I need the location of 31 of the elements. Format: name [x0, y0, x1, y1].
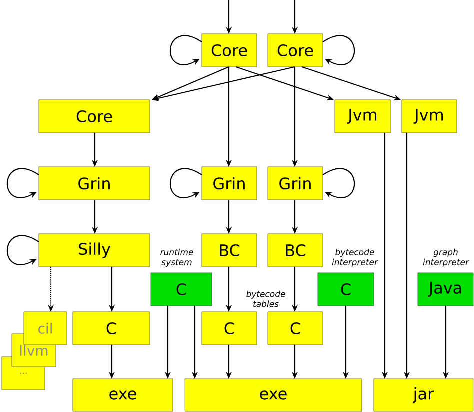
- process-box: BC: [202, 234, 258, 268]
- arrow: [170, 168, 202, 198]
- process-box: C: [268, 312, 324, 346]
- process-box: exe: [72, 378, 174, 412]
- process-box: exe: [184, 378, 362, 412]
- process-box: C: [72, 312, 150, 346]
- process-box: cil: [24, 312, 68, 346]
- process-box: C: [150, 272, 212, 306]
- process-box: Grin: [202, 166, 258, 200]
- annotation: bytecode interpreter: [332, 248, 378, 268]
- process-box: Grin: [268, 166, 324, 200]
- arrow: [322, 168, 355, 198]
- process-box: Core: [202, 34, 258, 68]
- process-box: Core: [38, 100, 150, 134]
- process-box: Jvm: [402, 100, 458, 134]
- process-box: Grin: [38, 166, 150, 200]
- arrow: [322, 35, 355, 66]
- arrow: [7, 168, 40, 198]
- process-box: Core: [268, 34, 324, 68]
- process-box: C: [318, 272, 374, 306]
- annotation: graph interpreter: [423, 248, 470, 268]
- arrow: [7, 235, 40, 266]
- process-box: Jvm: [334, 100, 392, 134]
- process-box: C: [202, 312, 258, 346]
- process-box: BC: [268, 234, 324, 268]
- annotation: runtime system: [160, 248, 194, 268]
- process-box: Java: [418, 272, 474, 306]
- process-box: jar: [374, 378, 474, 412]
- process-box: Silly: [38, 234, 150, 268]
- arrow: [170, 35, 202, 66]
- annotation: bytecode tables: [246, 290, 286, 308]
